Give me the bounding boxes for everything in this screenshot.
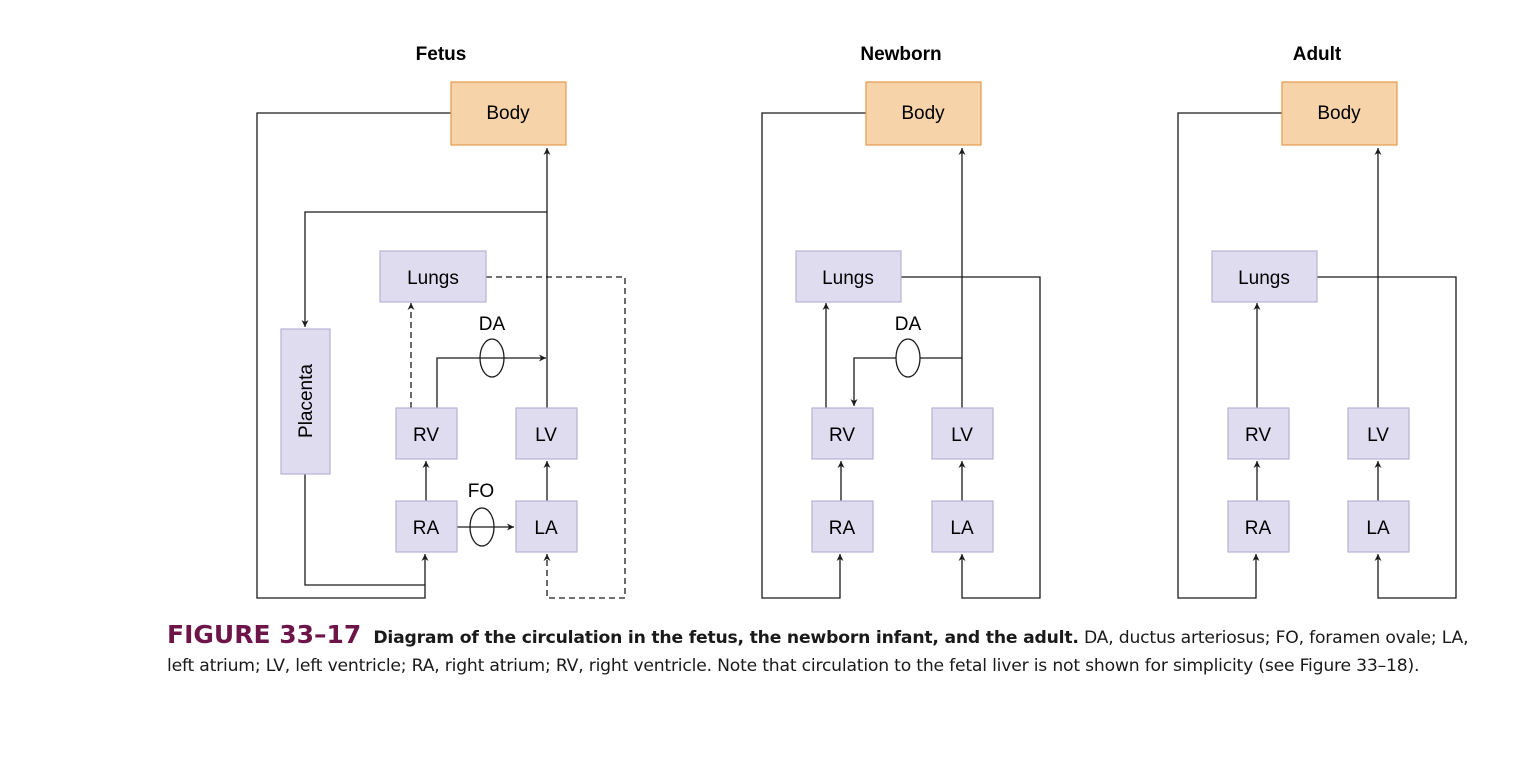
fetus-ra-box (395, 500, 458, 553)
adult-la-label: LA (1366, 518, 1390, 539)
newborn-rv-label: RV (829, 425, 855, 446)
figure-caption-text: DA, ductus arteriosus; FO, foramen ovale… (167, 628, 1469, 676)
adult-lv-box (1347, 407, 1410, 460)
adult-ra-box (1227, 500, 1290, 553)
fetus-body-box (450, 81, 567, 146)
newborn-la-box (931, 500, 994, 553)
adult-rv-box (1227, 407, 1290, 460)
adult-body-label: Body (1317, 103, 1361, 124)
newborn-lv-box (931, 407, 994, 460)
fetus-la-box (515, 500, 578, 553)
fetus-rv-label: RV (413, 425, 439, 446)
newborn-ra-label: RA (829, 518, 856, 539)
newborn-da-line (850, 357, 962, 406)
newborn-flow-lines (761, 112, 1041, 599)
newborn-da-label: DA (895, 314, 922, 335)
fetus-flow-lines (256, 112, 551, 599)
figure-title: Diagram of the circulation in the fetus,… (373, 628, 1079, 648)
fetus-placenta-label: Placenta (296, 364, 317, 438)
adult-lungs-box (1211, 250, 1318, 303)
fetus-aorta-to-placenta-line (301, 211, 547, 327)
newborn-lungs-to-la-line (901, 276, 1041, 599)
newborn-body-to-ra-line (761, 112, 866, 599)
newborn-body-label: Body (901, 103, 945, 124)
fetus-body-to-ra-line (256, 112, 451, 599)
newborn-body-box (865, 81, 982, 146)
newborn-la-label: LA (950, 518, 974, 539)
fetus-body-label: Body (486, 103, 530, 124)
newborn-lv-label: LV (951, 425, 973, 446)
fetus-da-label: DA (479, 314, 506, 335)
fetus-lungs-to-la-dashed (486, 276, 626, 599)
fetus-lungs-label: Lungs (407, 268, 459, 289)
fetus-la-label: LA (534, 518, 558, 539)
newborn-lungs-label: Lungs (822, 268, 874, 289)
panel-fetus: Fetus DA FO (256, 44, 626, 599)
fetus-lv-label: LV (535, 425, 557, 446)
panel-title-fetus: Fetus (416, 44, 467, 65)
fetus-dashed-pulmonary-lines (407, 276, 626, 599)
adult-body-to-ra-line (1177, 112, 1282, 599)
figure-caption: FIGURE 33–17 Diagram of the circulation i… (167, 621, 1497, 680)
adult-la-box (1347, 500, 1410, 553)
fetus-placenta-to-ra-line (304, 474, 425, 586)
panel-title-adult: Adult (1293, 44, 1342, 65)
figure-label: FIGURE 33–17 (167, 620, 362, 649)
fetus-rv-box (395, 407, 458, 460)
panel-title-newborn: Newborn (860, 44, 941, 65)
adult-lungs-to-la-line (1317, 276, 1457, 599)
fetus-lv-box (515, 407, 578, 460)
adult-lungs-label: Lungs (1238, 268, 1290, 289)
circulation-diagram: Fetus DA FO (256, 44, 1457, 599)
fetus-da-shunt (479, 338, 505, 378)
adult-rv-label: RV (1245, 425, 1271, 446)
panel-adult: Adult Body Lungs RV LV RA LA (1177, 44, 1457, 599)
fetus-fo-shunt (469, 507, 495, 547)
panel-newborn: Newborn DA Body Lungs RV LV RA LA (761, 44, 1041, 599)
fetus-placenta-box (280, 328, 331, 475)
newborn-lungs-box (795, 250, 902, 303)
adult-lv-label: LV (1367, 425, 1389, 446)
fetus-lungs-box (379, 250, 487, 303)
newborn-ra-box (811, 500, 874, 553)
fetus-fo-label: FO (468, 481, 494, 502)
fetus-ra-label: RA (413, 518, 440, 539)
adult-body-box (1281, 81, 1398, 146)
adult-flow-lines (1177, 112, 1457, 599)
newborn-da-shunt (895, 338, 921, 378)
adult-ra-label: RA (1245, 518, 1272, 539)
fetus-rv-da-line (436, 354, 546, 408)
newborn-rv-box (811, 407, 874, 460)
